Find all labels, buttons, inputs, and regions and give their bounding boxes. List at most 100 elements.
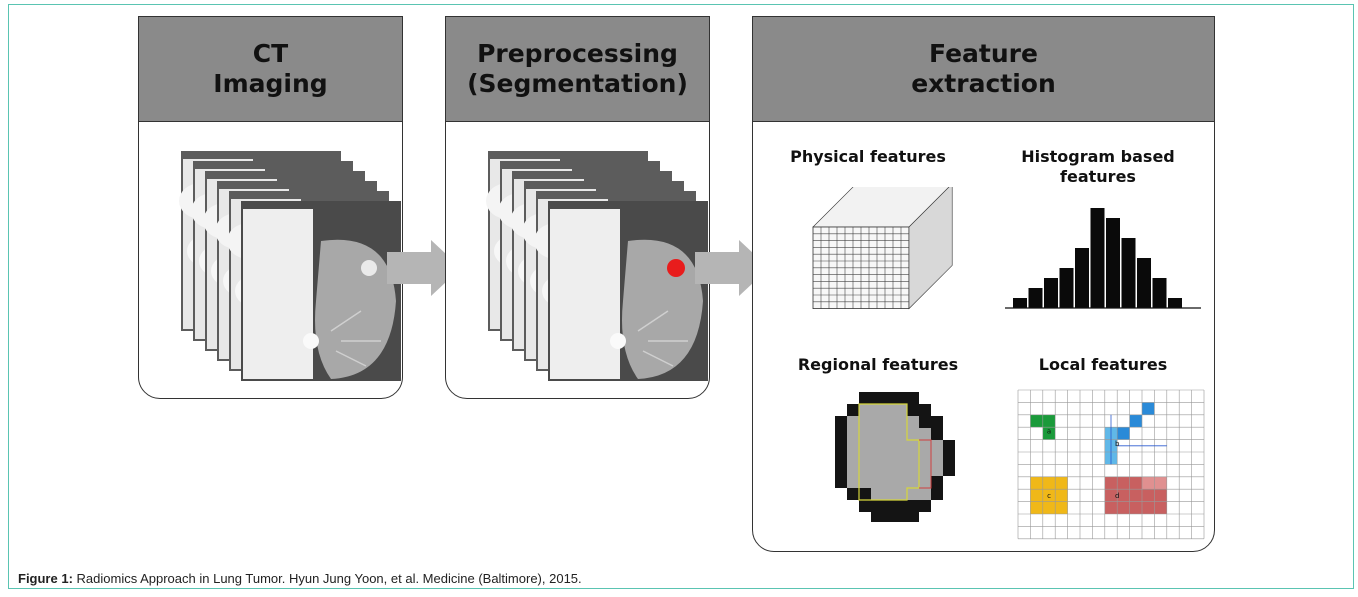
region-pixel [919,488,931,500]
region-pixel [919,404,931,416]
region-pixel [919,452,931,464]
region-pixel [847,404,859,416]
region-pixel [931,416,943,428]
region-pixel [847,464,859,476]
lung [315,239,396,379]
region-pixel [859,476,871,488]
ct-front-slice [548,201,708,381]
region-pixel [883,404,895,416]
region-pixel [859,416,871,428]
local-region-b [1117,427,1130,440]
region-pixel [871,464,883,476]
feature-extraction-header: Feature extraction [753,17,1214,122]
region-pixel [919,476,931,488]
region-pixel [907,416,919,428]
regional-features-label: Regional features [797,355,959,374]
histogram-bar [1137,258,1151,308]
region-pixel [895,404,907,416]
region-pixel [919,500,931,512]
region-pixel [895,452,907,464]
region-pixel [835,452,847,464]
region-pixel [859,428,871,440]
region-pixel [847,452,859,464]
region-pixel [895,464,907,476]
local-region-c [1030,476,1068,514]
region-pixel [859,464,871,476]
region-pixel [895,476,907,488]
figure-frame [8,4,1354,589]
region-pixel [859,500,871,512]
region-pixel [871,512,883,522]
flow-arrow-2 [695,240,769,296]
regional-pixel-map [835,392,955,522]
region-pixel [895,500,907,512]
local-region-a [1042,427,1056,440]
figure-caption: Figure 1: Radiomics Approach in Lung Tum… [18,571,582,586]
region-pixel [883,476,895,488]
region-pixel [883,512,895,522]
region-pixel [919,416,931,428]
ct-front-slice [241,201,401,381]
region-pixel [871,416,883,428]
histogram-bar [1090,208,1105,308]
region-pixel [835,428,847,440]
region-pixel [907,464,919,476]
region-pixel [907,488,919,500]
region-pixel [859,452,871,464]
histogram-bar [1121,238,1136,308]
region-pixel [871,428,883,440]
histogram-features-label: Histogram based features [1021,147,1175,186]
region-pixel [859,392,871,404]
region-pixel [847,416,859,428]
region-pixel [895,428,907,440]
vertebra [610,333,626,349]
ct-imaging-panel: CT Imaging [138,16,403,399]
region-pixel [883,464,895,476]
ct-title-line1: CT [252,39,289,68]
lung [622,239,703,379]
region-pixel [931,488,943,500]
voxel-cube-image [812,187,953,310]
region-pixel [871,404,883,416]
region-pixel [835,464,847,476]
region-pixel [943,452,955,464]
region-pixel [931,452,943,464]
histogram-bar [1075,248,1089,308]
region-pixel [859,488,871,500]
local-mark-d: d [1115,492,1119,500]
vessels [637,310,688,367]
region-pixel [883,488,895,500]
region-pixel [835,440,847,452]
region-pixel [907,428,919,440]
region-pixel [883,428,895,440]
region-pixel [859,404,871,416]
histogram-bar [1044,278,1058,308]
preprocessing-panel: Preprocessing (Segmentation) [445,16,710,399]
region-pixel [871,500,883,512]
region-pixel [931,428,943,440]
region-pixel [835,416,847,428]
region-pixel [895,440,907,452]
histogram-bar [1168,298,1182,308]
pre-title-line2: (Segmentation) [467,69,688,98]
local-mark-b: b [1115,440,1120,448]
vertebra [303,333,319,349]
local-region-b [1142,402,1155,415]
region-pixel [859,440,871,452]
region-pixel [895,416,907,428]
histogram-bar [1059,268,1074,308]
region-pixel [931,476,943,488]
tumor-nodule [361,260,377,276]
region-pixel [919,464,931,476]
region-pixel [883,452,895,464]
region-pixel [895,488,907,500]
histogram-bar [1152,278,1167,308]
region-pixel [907,476,919,488]
region-pixel [919,428,931,440]
region-pixel [847,476,859,488]
feat-title-line1: Feature [929,39,1038,68]
preprocessing-header: Preprocessing (Segmentation) [446,17,709,122]
region-pixel [943,464,955,476]
local-region-b [1129,414,1142,428]
feat-title-line2: extraction [911,69,1056,98]
